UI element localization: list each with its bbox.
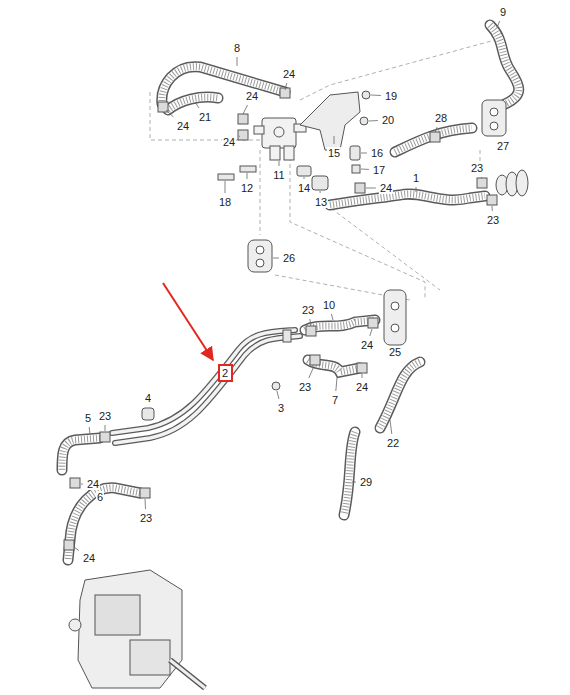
- leader-line: [285, 83, 287, 90]
- leader-line: [361, 153, 367, 154]
- leader-line: [145, 499, 147, 509]
- callout-number: 23: [98, 410, 112, 422]
- callout-number: 29: [359, 476, 373, 488]
- assembly-line: [150, 40, 505, 300]
- callout-number: 9: [499, 6, 507, 18]
- callout-number: 23: [301, 304, 315, 316]
- leader-line: [492, 206, 493, 211]
- callout-number: 24: [82, 552, 96, 564]
- callout-number: 24: [360, 339, 374, 351]
- highlight-arrow: [163, 283, 213, 360]
- callout-number: 1: [412, 172, 420, 184]
- leader-line: [336, 378, 337, 391]
- callout-number: 20: [381, 114, 395, 126]
- hose-clip: [64, 88, 497, 550]
- hose: [62, 25, 519, 560]
- leader-line: [369, 120, 378, 121]
- leader-line: [237, 57, 238, 66]
- leader-line: [497, 21, 500, 28]
- callout-number: 4: [144, 392, 152, 404]
- callout-number: 15: [327, 147, 341, 159]
- leader-line: [310, 319, 311, 325]
- leader-line: [362, 374, 363, 378]
- valve-block: [254, 118, 306, 160]
- leader-line: [390, 420, 392, 434]
- callout-number: 3: [277, 402, 285, 414]
- leader-line: [89, 427, 91, 434]
- leader-line: [370, 329, 372, 336]
- callout-number: 10: [322, 299, 336, 311]
- leader-line: [273, 258, 279, 259]
- callout-number: 5: [84, 412, 92, 424]
- heater-unit: [69, 570, 205, 688]
- flange: [248, 100, 506, 345]
- leader-line: [81, 484, 83, 485]
- callout-number: 23: [470, 162, 484, 174]
- leader-line: [105, 425, 106, 431]
- leader-line: [279, 161, 280, 166]
- callout-number: 2: [222, 367, 229, 379]
- pipe-clip: [283, 330, 291, 342]
- leader-line: [371, 95, 381, 96]
- callout-number: 12: [240, 182, 254, 194]
- callout-number: 24: [355, 381, 369, 393]
- callout-number: 21: [198, 111, 212, 123]
- fastener: [142, 91, 370, 420]
- callout-number: 24: [222, 136, 236, 148]
- leader-line: [225, 181, 226, 193]
- leader-line: [435, 127, 437, 132]
- callout-number: 24: [176, 120, 190, 132]
- callout-number: 23: [139, 512, 153, 524]
- callout-number: 19: [384, 90, 398, 102]
- callout-number: 24: [86, 478, 100, 490]
- callout-number: 27: [496, 140, 510, 152]
- coolant-pipe: [112, 330, 300, 443]
- callout-number: 18: [218, 196, 232, 208]
- callout-number: 16: [370, 147, 384, 159]
- leader-line: [361, 169, 369, 170]
- leader-line: [309, 366, 314, 378]
- leader-line: [334, 136, 335, 144]
- leader-line: [195, 102, 199, 108]
- callout-number: 7: [331, 394, 339, 406]
- callout-number: 24: [245, 90, 259, 102]
- leader-line: [331, 314, 333, 320]
- callout-number: 23: [486, 214, 500, 226]
- bracket: [300, 92, 360, 150]
- callout-number: 6: [96, 491, 104, 503]
- leader-line: [366, 188, 376, 189]
- leader-line: [74, 547, 79, 551]
- callout-number: 8: [233, 42, 241, 54]
- leader-line: [481, 177, 483, 178]
- callout-number: 23: [298, 381, 312, 393]
- grommet: [496, 170, 528, 196]
- leader-line: [243, 105, 248, 114]
- callout-number: 28: [434, 112, 448, 124]
- leader-line: [304, 177, 305, 179]
- leader-line: [239, 136, 241, 137]
- leader-line: [352, 482, 356, 483]
- leader-line: [166, 110, 173, 117]
- callout-number: 17: [372, 164, 386, 176]
- leader-line: [320, 191, 321, 193]
- leader-line: [247, 173, 248, 179]
- leader-line: [277, 391, 279, 399]
- callout-number: 13: [314, 196, 328, 208]
- callout-number: 14: [297, 182, 311, 194]
- callout-number: 11: [272, 169, 285, 181]
- leader-line: [416, 187, 417, 192]
- callout-number: 25: [388, 346, 402, 358]
- callout-number: 26: [282, 252, 296, 264]
- callout-number: 24: [379, 182, 393, 194]
- highlight-box: 2: [218, 364, 233, 382]
- callout-number: 24: [282, 68, 296, 80]
- callout-number: 22: [386, 437, 400, 449]
